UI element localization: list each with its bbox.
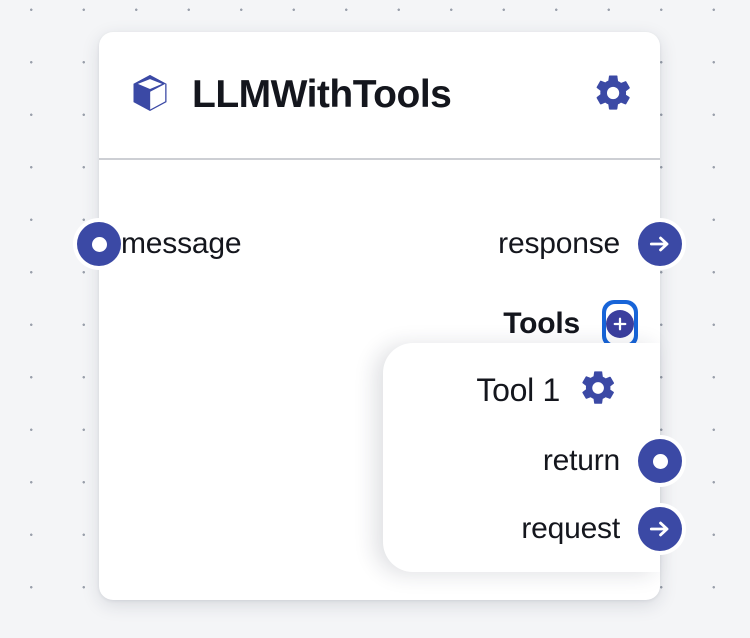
output-port-arrow-icon[interactable] [638, 507, 682, 551]
output-port-arrow-icon[interactable] [638, 222, 682, 266]
node-header: LLMWithTools [99, 32, 660, 158]
input-port-dot-icon[interactable] [638, 439, 682, 483]
tool-card-title: Tool 1 [476, 372, 560, 408]
tool-output-port-label-request: request [521, 512, 620, 545]
port-dot-hole [652, 453, 668, 469]
add-tool-button-inner [606, 304, 634, 344]
tools-section-label: Tools [503, 307, 580, 340]
header-divider [99, 158, 660, 160]
input-port-dot-icon[interactable] [77, 222, 121, 266]
tool-input-port-label-return: return [542, 444, 620, 477]
tool-card-tool-1[interactable]: Tool 1 return request [383, 343, 682, 572]
node-title: LLMWithTools [192, 73, 452, 116]
input-port-row-message[interactable]: message [77, 222, 242, 266]
tool-output-port-row-request[interactable]: request [521, 507, 682, 551]
box-icon [128, 71, 172, 120]
output-port-label-response: response [498, 227, 620, 260]
gear-icon[interactable] [578, 368, 618, 413]
gear-icon[interactable] [592, 72, 634, 119]
tool-input-port-row-return[interactable]: return [543, 439, 682, 483]
plus-icon [606, 310, 634, 338]
tools-section-header: Tools [503, 300, 638, 348]
output-port-row-response[interactable]: response [498, 222, 682, 266]
add-tool-button[interactable] [602, 300, 638, 348]
tool-card-header: Tool 1 [476, 368, 618, 413]
input-port-label-message: message [121, 227, 242, 260]
port-dot-hole [91, 236, 107, 252]
